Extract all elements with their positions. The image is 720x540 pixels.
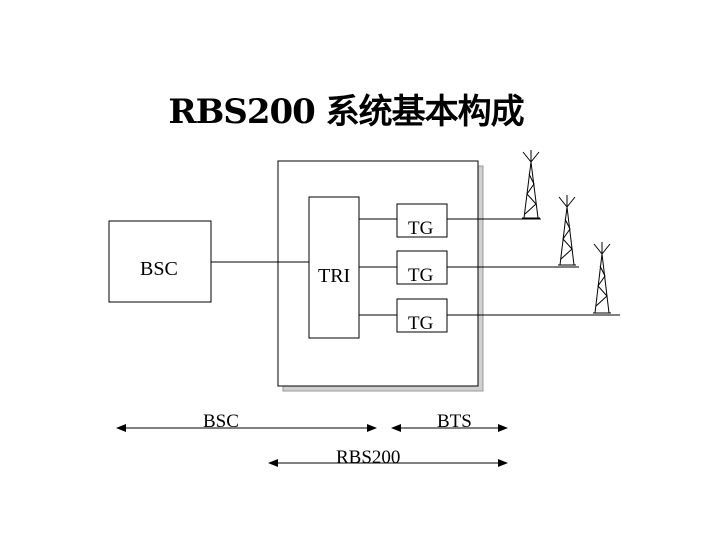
tri-block-label: TRI bbox=[318, 265, 351, 287]
tg-label-3: TG bbox=[408, 313, 434, 334]
tg-label-2: TG bbox=[408, 265, 434, 286]
antenna-tower-icon bbox=[558, 195, 576, 266]
diagram-title: RBS200 系统基本构成 bbox=[168, 92, 524, 132]
antenna-tower-icon bbox=[593, 242, 611, 314]
bsc-block-label: BSC bbox=[140, 258, 178, 280]
bts-span-label: BTS bbox=[437, 411, 472, 432]
antenna-tower-icon bbox=[522, 150, 540, 219]
tri-box bbox=[308, 196, 360, 339]
rbs200-cabinet bbox=[277, 160, 479, 387]
rbs200-span-label: RBS200 bbox=[336, 447, 401, 468]
tg-box-1 bbox=[396, 203, 448, 238]
tg-label-1: TG bbox=[408, 218, 434, 239]
bsc-box bbox=[108, 220, 212, 303]
bsc-span-label: BSC bbox=[203, 411, 239, 432]
tg-box-2 bbox=[396, 250, 448, 285]
